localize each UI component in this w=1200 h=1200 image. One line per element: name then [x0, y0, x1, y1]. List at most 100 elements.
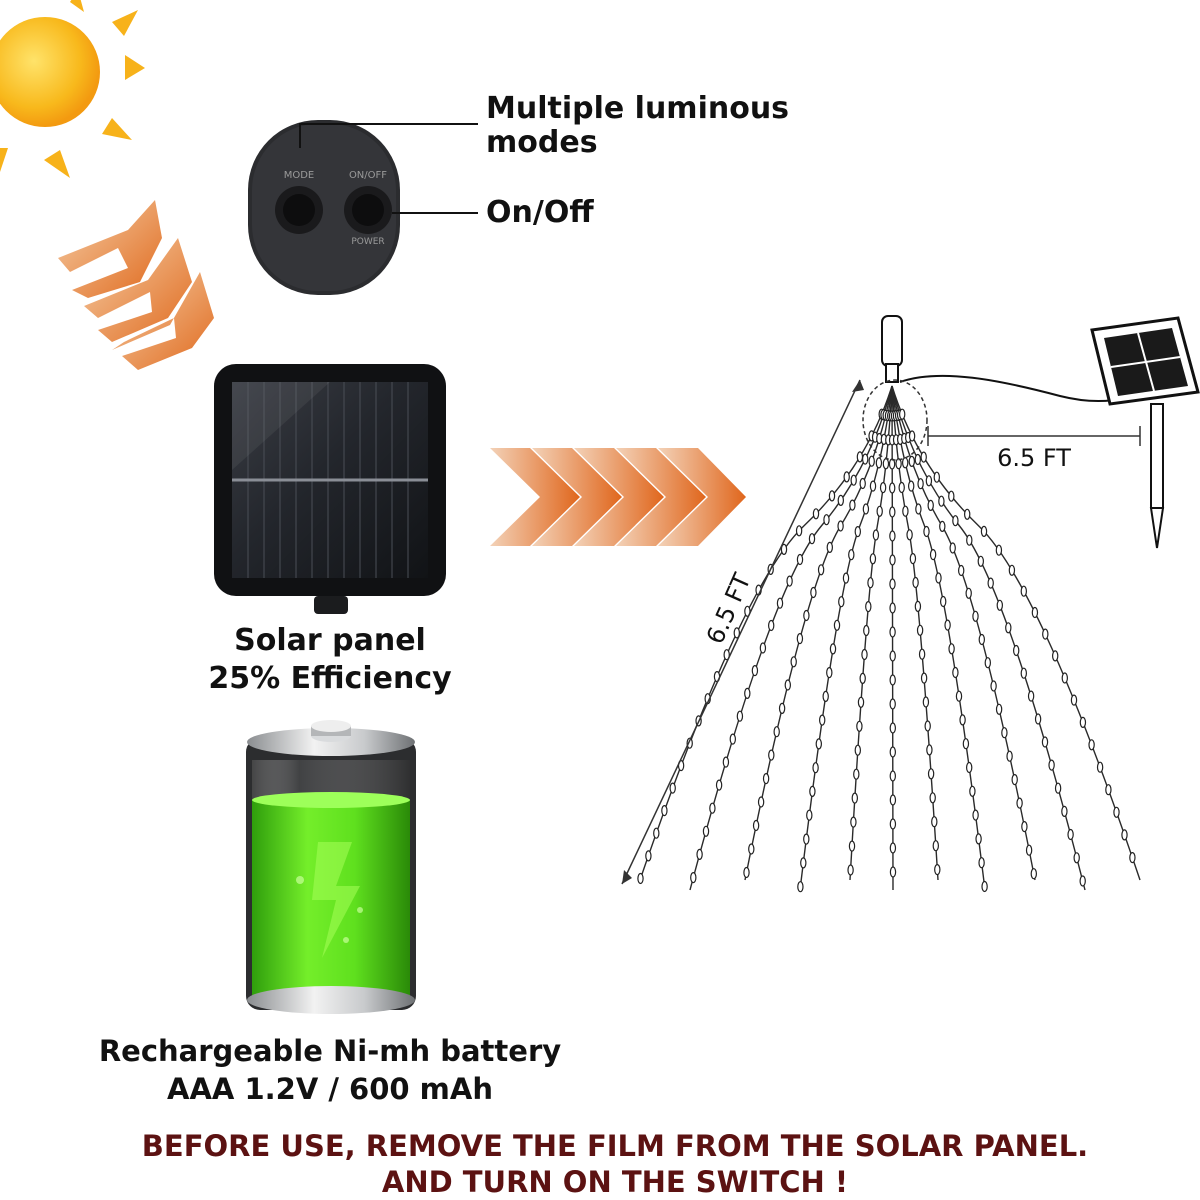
led-bead	[975, 833, 982, 845]
battery-caption-line1: Rechargeable Ni-mh battery	[98, 1034, 562, 1068]
led-bead	[1021, 820, 1028, 833]
led-bead	[1054, 782, 1062, 794]
led-bead	[812, 508, 820, 520]
led-bead	[797, 881, 804, 893]
led-bead	[780, 543, 788, 556]
led-bead	[850, 474, 857, 486]
led-bead	[733, 627, 741, 639]
led-bead	[895, 458, 902, 470]
led-bead	[744, 687, 751, 700]
led-bead	[933, 471, 941, 483]
led-bead	[1001, 727, 1008, 739]
led-bead	[848, 549, 855, 561]
led-bead	[949, 542, 956, 554]
led-bead	[879, 482, 887, 494]
led-bead	[854, 525, 862, 538]
led-bead	[889, 530, 896, 542]
led-bead	[1121, 829, 1128, 841]
led-bead	[865, 600, 872, 613]
led-bead	[1105, 784, 1112, 796]
led-bead	[964, 508, 971, 520]
energy-arrows-diagonal	[58, 200, 214, 370]
led-bead	[996, 599, 1004, 611]
led-bead	[990, 680, 997, 692]
callout-line-modes	[299, 123, 478, 148]
led-bead	[876, 505, 883, 517]
led-bead	[922, 696, 930, 708]
led-bead	[696, 848, 703, 861]
led-bead	[856, 451, 864, 463]
energy-arrows-horizontal	[490, 448, 746, 546]
led-bead	[1031, 606, 1039, 619]
led-bead	[757, 796, 765, 808]
led-bead	[808, 533, 816, 545]
mode-button-text: MODE	[284, 170, 315, 181]
led-bead	[918, 648, 926, 660]
led-bead	[924, 720, 931, 732]
led-bead	[965, 587, 972, 599]
led-bead	[912, 576, 919, 589]
led-bead	[847, 864, 854, 876]
callout-modes-line2: modes	[486, 125, 598, 160]
led-bead	[952, 666, 959, 679]
led-bead	[995, 703, 1003, 715]
led-bead	[1011, 773, 1018, 786]
led-bead	[914, 453, 922, 466]
led-bead	[843, 471, 850, 483]
led-bead	[929, 792, 936, 804]
led-bead	[972, 809, 979, 821]
led-bead	[889, 842, 897, 854]
led-bead	[889, 674, 896, 686]
led-bead	[868, 455, 875, 467]
led-bead	[889, 794, 897, 806]
led-bead	[902, 505, 909, 517]
led-bead	[978, 633, 986, 646]
led-bead	[944, 619, 951, 631]
led-bead	[906, 529, 913, 541]
callout-modes: Multiple luminous modes	[486, 92, 789, 160]
led-bead	[1020, 667, 1028, 679]
led-bead	[1079, 716, 1087, 729]
led-bead	[859, 477, 866, 490]
solar-panel-caption-line1: Solar panel	[234, 623, 426, 658]
led-bead	[875, 457, 883, 469]
led-bead	[966, 761, 973, 774]
led-bead	[748, 843, 755, 855]
led-bead	[645, 850, 652, 862]
battery-caption: Rechargeable Ni-mh battery AAA 1.2V / 60…	[60, 1032, 600, 1108]
led-bead	[768, 619, 775, 632]
led-bead	[715, 779, 723, 791]
led-bead	[1129, 851, 1136, 864]
warning-line1: BEFORE USE, REMOVE THE FILM FROM THE SOL…	[141, 1129, 1089, 1163]
led-bead	[768, 749, 775, 761]
led-bead	[796, 553, 804, 566]
solar-panel-caption-line2: 25% Efficiency	[208, 661, 452, 696]
led-bead	[790, 656, 797, 668]
led-bead	[955, 690, 963, 702]
led-bead	[939, 520, 946, 533]
led-bead	[902, 457, 909, 469]
switch-box: MODE ON/OFF POWER	[248, 120, 400, 295]
strand-bundle	[862, 379, 928, 461]
power-text: POWER	[351, 237, 384, 247]
led-bead	[969, 785, 976, 797]
led-bead	[925, 475, 933, 487]
led-bead	[915, 503, 922, 515]
sun-icon	[0, 0, 145, 178]
led-bead	[889, 818, 897, 830]
battery-icon	[246, 720, 416, 1014]
led-bead	[959, 714, 966, 726]
led-bead	[1041, 736, 1049, 748]
led-bead	[776, 597, 784, 609]
callout-onoff: On/Off	[486, 195, 594, 230]
led-bead	[815, 738, 823, 750]
led-bead	[940, 595, 947, 608]
led-bead	[1027, 690, 1035, 702]
led-bead	[1020, 585, 1028, 597]
solar-panel-caption: Solar panel 25% Efficiency	[170, 622, 490, 698]
led-bead	[702, 825, 710, 837]
led-bead	[898, 481, 905, 494]
led-bead	[1070, 694, 1078, 706]
led-bead	[796, 632, 804, 645]
led-bead	[822, 690, 829, 703]
